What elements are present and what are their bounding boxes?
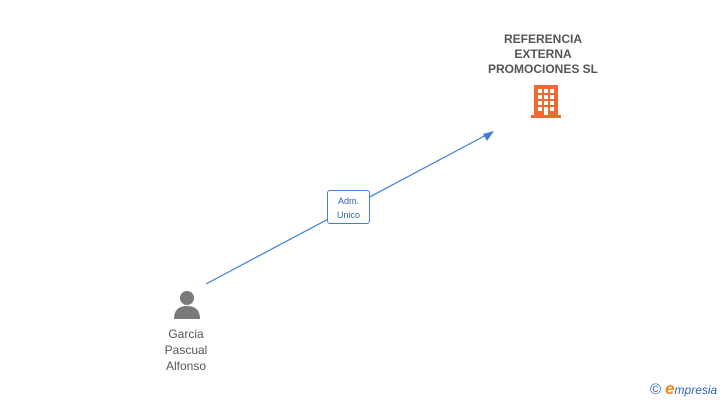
relation-label[interactable]: Adm. Unico — [327, 190, 370, 224]
building-icon[interactable] — [529, 83, 563, 119]
brand-logo: empresia — [665, 379, 717, 399]
copyright-icon: © — [650, 380, 662, 398]
person-name[interactable]: Garcia Pascual Alfonso — [164, 327, 208, 373]
brand-watermark[interactable]: © empresia — [650, 378, 717, 400]
person-icon[interactable] — [172, 290, 202, 320]
relation-arrowhead — [483, 131, 494, 141]
company-name[interactable]: REFERENCIA EXTERNA PROMOCIONES SL — [487, 32, 598, 76]
brand-name: mpresia — [674, 383, 718, 397]
brand-initial: e — [665, 379, 675, 398]
